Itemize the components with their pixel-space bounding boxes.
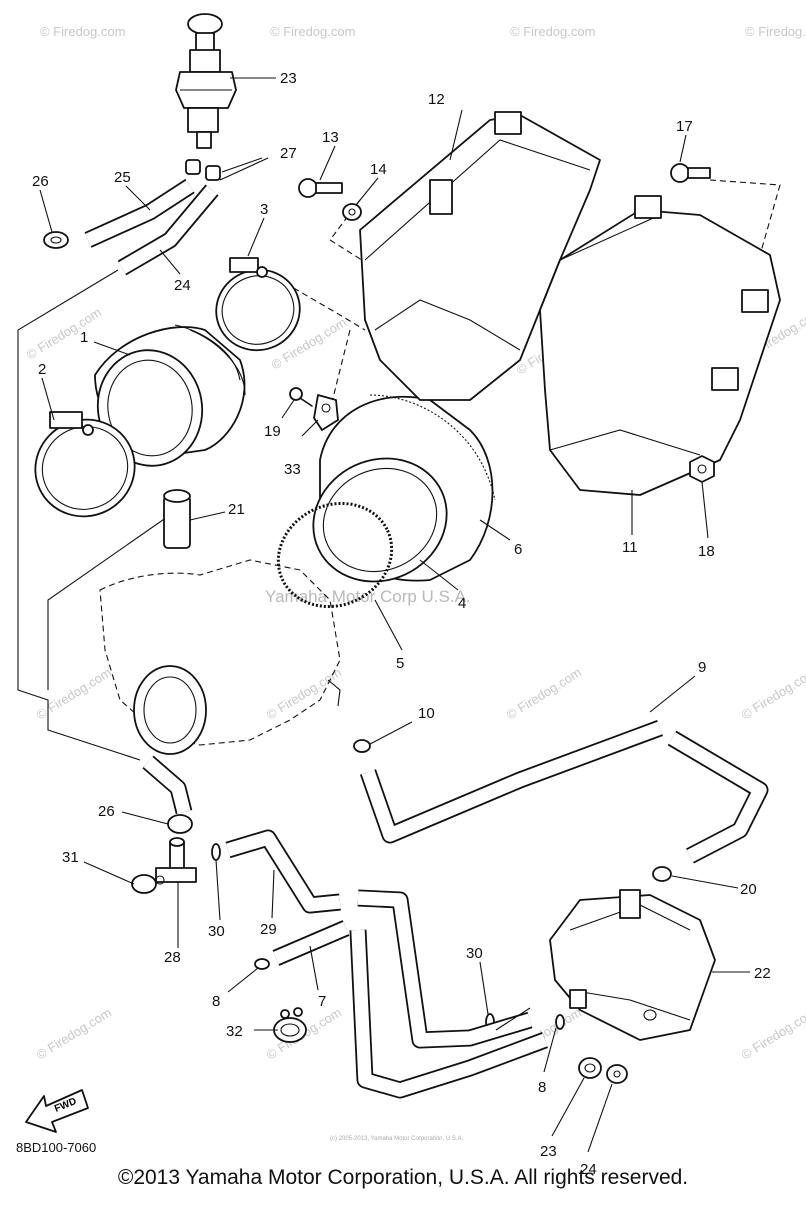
part-23-vent-valve [175,13,237,149]
part-17-screw [289,387,313,407]
part-19-cap [163,489,191,549]
part-28-t-joint [155,837,197,883]
carburetor-outline [99,559,341,755]
callout-29: 29 [260,921,277,938]
part-18-bolt [670,163,711,183]
callout-27: 27 [280,145,297,162]
part-9-hose [359,720,769,864]
part-7-hose [272,920,350,966]
callout-1: 1 [80,329,88,346]
part-2-band-clamp [34,411,136,518]
callout-14: 13 [322,129,339,146]
callout-23: 23 [280,70,297,87]
callout-3: 3 [260,201,268,218]
callout-8: 8 [212,993,220,1010]
part-30-clip [211,843,221,861]
part-20-fuel-pump [549,889,716,1041]
part-16-nut [689,455,715,483]
callout-15: 14 [370,161,387,178]
callout-28: 28 [164,949,181,966]
callout-8: 8 [538,1079,546,1096]
callout-30: 30 [466,945,483,962]
small-footer-text: (c) 2005-2013, Yamaha Motor Corporation,… [330,1136,464,1142]
callout-6: 6 [514,541,522,558]
callout-32: 32 [226,1023,243,1040]
part-6-air-joint [312,394,496,583]
fuel-hose-loop [349,889,548,1099]
part-3-band-clamp [215,257,301,352]
callout-24: 24 [174,277,191,294]
watermark-text: © Firedog.com [40,24,125,39]
part-15-washer [342,203,362,221]
callout-16: 18 [698,543,715,560]
callout-19: 21 [228,501,245,518]
callout-33: 33 [284,461,301,478]
part-33-holder [313,394,339,431]
vent-line [17,179,781,761]
part-8-clip [254,958,270,970]
callout-9: 9 [698,659,706,676]
diagram-code: 8BD100-7060 [16,1140,97,1155]
watermark-text: © Firedog.com [745,24,806,39]
callout-26: 26 [98,803,115,820]
callout-2: 2 [38,361,46,378]
callout-22: 24 [580,1161,597,1178]
part-31-clamp [131,874,165,894]
part-26-clamp [43,231,69,249]
callout-25: 25 [114,169,131,186]
part-29-hose [225,829,341,914]
part-21-damper [578,1057,602,1079]
callout-12: 11 [622,539,638,556]
part-26-lower-hose-elbow [142,755,193,834]
watermark-text: © Firedog.com [510,24,595,39]
callout-13: 12 [428,91,445,108]
watermark-text: © Firedog.com [34,1005,114,1063]
callout-26: 26 [32,173,49,190]
callout-5: 5 [396,655,404,672]
part-25-hose [84,178,195,248]
part-12-airbox [539,195,781,496]
part-14-bolt [298,178,343,198]
callout-numbers: 23 12 13 14 17 26 25 27 3 24 1 2 19 33 2… [32,70,771,1178]
callout-17: 19 [264,423,281,440]
watermark-text: © Firedog.com [34,665,114,723]
callout-leaders [39,77,750,1153]
part-32-clamp [273,1007,307,1043]
callout-31: 31 [62,849,79,866]
callout-4: 4 [458,595,466,612]
callout-7: 7 [318,993,326,1010]
watermark-text: © Firedog.com [739,1005,806,1063]
forward-arrow-icon: FWD [25,1089,89,1133]
callout-10: 10 [418,705,435,722]
part-27-joints [185,157,269,181]
callout-20: 22 [754,965,771,982]
callout-21: 23 [540,1143,557,1160]
part-11-clip [652,866,672,882]
copyright-notice: ©2013 Yamaha Motor Corporation, U.S.A. A… [117,1166,689,1189]
watermark-text: © Firedog.com [264,665,344,723]
watermark-text: © Firedog.com [504,665,584,723]
part-10-clip [353,739,371,753]
center-watermark: Yamaha Motor Corp U.S.A. [265,587,471,606]
callout-18: 17 [676,118,693,135]
watermark-text: © Firedog.com [739,665,806,723]
callout-11: 20 [740,881,757,898]
callout-30: 30 [208,923,225,940]
part-8-clip [555,1014,565,1030]
part-22-washer [606,1064,628,1084]
part-24-hose [117,184,219,276]
part-5-o-ring [276,501,394,609]
watermark-text: © Firedog.com [24,305,104,363]
watermark-text: © Firedog.com [270,24,355,39]
